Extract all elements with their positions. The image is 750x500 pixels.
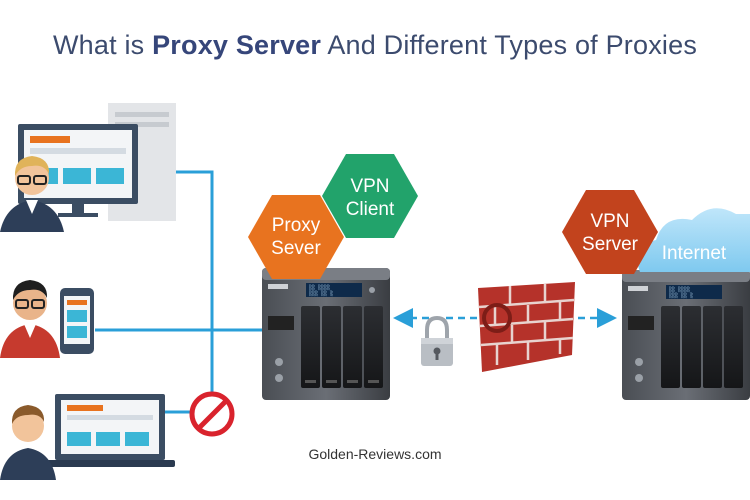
vpn-server-device: ░░ ░░░░ ░░░ ░░ ░ <box>622 270 750 400</box>
no-entry-icon <box>189 391 235 437</box>
vpn-server-label-1: VPN <box>590 211 629 232</box>
lcd-text-1: ░░ ░░░░ <box>309 284 330 291</box>
lcd-text-4: ░░░ ░░ ░ <box>669 292 693 299</box>
mobile-user-icon <box>0 280 94 358</box>
page-title: What is Proxy Server And Different Types… <box>0 30 750 61</box>
title-suffix: And Different Types of Proxies <box>321 30 698 60</box>
cloud-icon: Internet <box>637 208 750 272</box>
lcd-text-3: ░░ ░░░░ <box>669 286 690 293</box>
firewall-icon <box>478 282 575 372</box>
internet-label: Internet <box>662 243 727 264</box>
desktop-user-icon <box>0 103 176 232</box>
title-bold: Proxy Server <box>152 30 322 60</box>
proxy-label-1: Proxy <box>272 215 321 236</box>
vpn-server-badge: VPN Server <box>562 190 658 274</box>
vpn-client-label-1: VPN <box>350 176 389 197</box>
laptop-user-icon <box>0 394 175 480</box>
title-prefix: What is <box>52 30 153 60</box>
padlock-icon <box>421 315 453 366</box>
footer-credit: Golden-Reviews.com <box>308 446 442 462</box>
proxy-server-badge: Proxy Sever <box>248 195 344 279</box>
proxy-server-device: ░░ ░░░░ ░░░ ░░ ░ <box>262 268 390 400</box>
proxy-label-2: Sever <box>271 238 321 259</box>
vpn-client-badge: VPN Client <box>322 154 418 238</box>
lcd-text-2: ░░░ ░░ ░ <box>309 290 333 297</box>
vpn-server-label-2: Server <box>582 234 639 255</box>
vpn-client-label-2: Client <box>346 199 395 220</box>
